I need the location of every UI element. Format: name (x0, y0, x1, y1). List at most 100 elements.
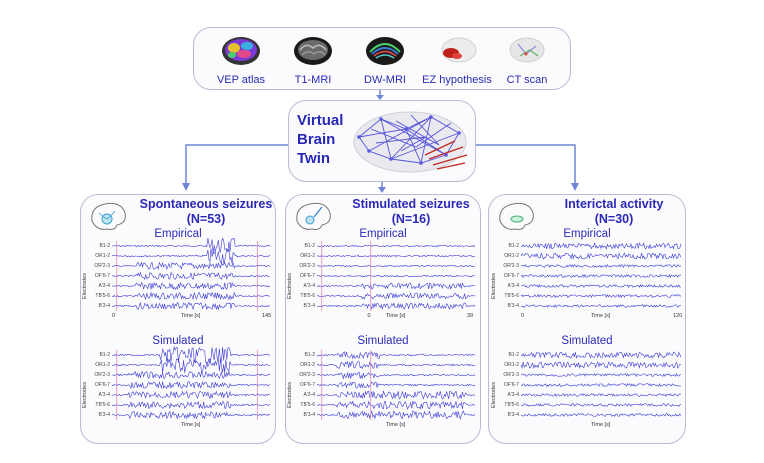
virtual-brain-twin-panel: Virtual Brain Twin (288, 100, 476, 182)
simulated-label: Simulated (561, 335, 613, 347)
eeg-channel-trace (111, 291, 271, 301)
eeg-channel-trace (520, 294, 682, 299)
channel-label: A'3-4 (98, 283, 110, 289)
eeg-channel-trace (520, 413, 682, 417)
eeg-channel-trace (316, 351, 476, 360)
channel-label: OR1-2 (300, 253, 315, 259)
channel-label: OR'2-3 (299, 263, 315, 269)
simulated-label: Simulated (152, 335, 204, 347)
eeg-channel-trace (520, 304, 682, 309)
y-axis-label: Electrodes (491, 273, 497, 299)
channel-label: OR1-2 (504, 253, 519, 259)
twin-title: Virtual Brain Twin (297, 111, 343, 168)
eeg-channel-trace (111, 358, 271, 374)
x-tick-end: 145 (262, 313, 272, 319)
empirical-label: Empirical (359, 228, 407, 240)
channel-label: B1-2 (508, 243, 519, 249)
input-t1-mri: T1-MRI (278, 34, 348, 86)
channel-label: B'3-4 (98, 412, 110, 418)
x-axis-label: Time [s] (591, 422, 611, 428)
card-title: Interictal activity (N=30) (547, 197, 681, 227)
channel-label: OR1-2 (95, 253, 110, 259)
input-label: DW-MRI (364, 74, 406, 86)
eeg-channel-trace (316, 390, 476, 400)
channel-label: B1-2 (99, 352, 110, 358)
card-count: (N=53) (186, 212, 226, 226)
eeg-trace-plot (316, 241, 476, 311)
x-tick-start: 0 (112, 313, 116, 319)
input-label: VEP atlas (216, 74, 266, 86)
eeg-channel-trace (316, 282, 475, 290)
channel-label: B'3-4 (98, 303, 110, 309)
channel-label: TB'5-6 (504, 293, 519, 299)
y-axis-label: Electrodes (82, 382, 88, 408)
channel-label: B'3-4 (303, 412, 315, 418)
twin-title-line: Twin (297, 150, 331, 167)
eeg-trace-plot (111, 237, 271, 311)
eeg-channel-trace (111, 345, 271, 364)
mri-brain-icon (294, 37, 332, 65)
channel-label: B1-2 (304, 243, 315, 249)
eeg-channel-trace (111, 271, 270, 281)
arrow-to-spontaneous (185, 144, 288, 186)
x-tick-start: 0 (367, 313, 371, 319)
input-label: CT scan (506, 74, 548, 86)
y-axis-label: Electrodes (287, 273, 293, 299)
input-dw-mri: DW-MRI (350, 34, 420, 86)
channel-label: OF'6-7 (94, 382, 110, 388)
channel-label: TB'5-6 (95, 293, 110, 299)
x-tick-end: 39 (467, 313, 474, 319)
eeg-channel-trace (112, 281, 271, 290)
channel-label: B1-2 (99, 243, 110, 249)
channel-label: OR1-2 (504, 362, 519, 368)
y-axis-label: Electrodes (82, 273, 88, 299)
inputs-panel: VEP atlas T1-MRI DW-MRI EZ hypothesis (193, 27, 571, 90)
eeg-channel-trace (316, 292, 476, 300)
channel-label: TB'5-6 (300, 402, 315, 408)
eeg-channel-trace (316, 274, 476, 278)
x-axis-label: Time [s] (181, 422, 201, 428)
x-axis-label: Time [s] (386, 313, 406, 319)
x-axis-label: Time [s] (181, 313, 201, 319)
eeg-channel-trace (520, 361, 682, 370)
brain-outline-icon (499, 202, 534, 230)
channel-label: OR'2-3 (94, 263, 110, 269)
input-vep-atlas: VEP atlas (206, 34, 276, 86)
card-count: (N=16) (391, 212, 431, 226)
channel-label: TB'5-6 (504, 402, 519, 408)
channel-label: TB'5-6 (95, 402, 110, 408)
channel-label: B'3-4 (507, 412, 519, 418)
channel-label: TB'5-6 (300, 293, 315, 299)
channel-label: B1-2 (304, 352, 315, 358)
eeg-trace-plot (520, 351, 682, 417)
eeg-channel-trace (111, 301, 271, 311)
x-axis-label: Time [s] (386, 422, 406, 428)
channel-label: A'3-4 (507, 392, 519, 398)
eeg-trace-plot (111, 345, 271, 420)
ez-region-brain-icon (441, 37, 477, 63)
eeg-channel-trace (317, 244, 476, 248)
eeg-channel-trace (111, 410, 271, 420)
brain-outline-icon (91, 202, 126, 230)
channel-label: OR'2-3 (299, 372, 315, 378)
eeg-channel-trace (112, 370, 271, 380)
empirical-label: Empirical (563, 228, 611, 240)
channel-label: OR'2-3 (503, 372, 519, 378)
x-tick-end: 120 (673, 313, 683, 319)
card-title-line: Stimulated seizures (352, 197, 470, 211)
card-spontaneous-seizures: Spontaneous seizures (N=53) Empirical Si… (80, 194, 276, 444)
eeg-channel-trace (316, 302, 476, 311)
channel-label: OF'6-7 (299, 382, 315, 388)
channel-label: OF'6-7 (503, 382, 519, 388)
card-interictal-activity: Interictal activity (N=30) Empirical Sim… (488, 194, 686, 444)
card-title: Stimulated seizures (N=16) (344, 197, 478, 227)
channel-label: B'3-4 (507, 303, 519, 309)
card-title-line: Spontaneous seizures (139, 197, 273, 211)
eeg-trace-plot (520, 241, 682, 309)
channel-label: A'3-4 (507, 283, 519, 289)
colored-brain-icon (222, 37, 260, 65)
eeg-channel-trace (316, 371, 476, 380)
channel-label: OF'6-7 (94, 273, 110, 279)
channel-label: A'3-4 (303, 283, 315, 289)
eeg-channel-trace (316, 400, 476, 410)
